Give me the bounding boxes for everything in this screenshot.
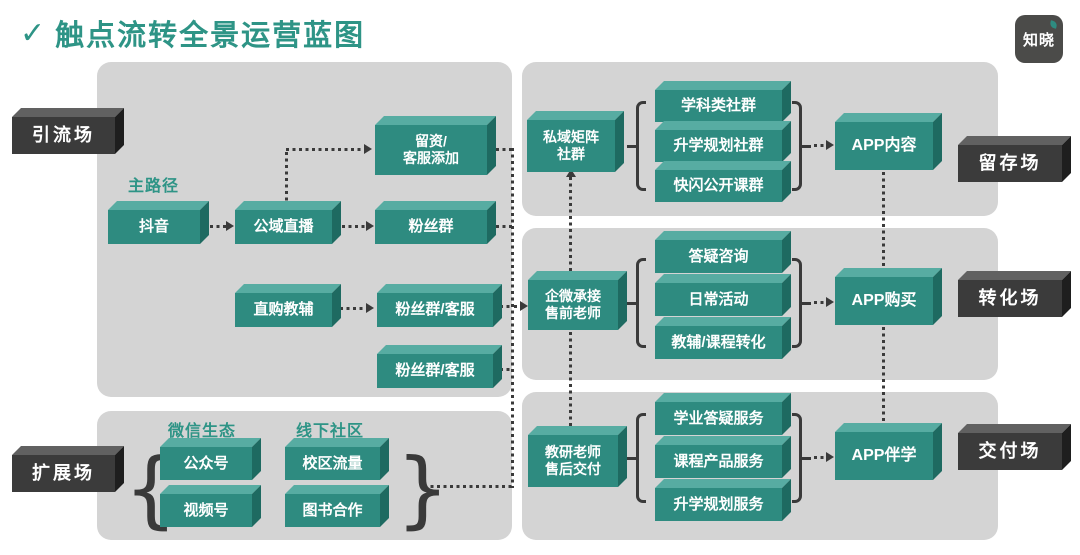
bracket-right-retention — [792, 101, 811, 191]
node-course-product-service: 课程产品服务 — [655, 445, 782, 478]
main-path-label: 主路径 — [128, 178, 180, 195]
node-video-account: 视频号 — [160, 494, 252, 527]
connector-trunk-to-hub — [514, 305, 521, 308]
connector-douyin-to-live — [210, 225, 226, 228]
arrowhead-group-to-appcontent — [826, 140, 834, 150]
bracket-tick — [627, 456, 639, 460]
node-fans-service-2: 粉丝群/客服 — [377, 354, 493, 388]
offline-community-header: 线下社区 — [296, 423, 365, 440]
node-public-live: 公域直播 — [235, 210, 332, 244]
connector-group-to-appbuy — [814, 301, 826, 304]
connector-fansgroup-out — [496, 225, 512, 228]
node-book-coop: 图书合作 — [285, 494, 380, 527]
node-flash-open-class: 快闪公开课群 — [655, 170, 782, 202]
node-fans-service-1: 粉丝群/客服 — [377, 293, 493, 327]
bracket-left-retention — [627, 101, 646, 191]
zone-label-conversion: 转化场 — [958, 280, 1062, 317]
node-campus-traffic: 校区流量 — [285, 447, 380, 480]
node-course-conversion: 教辅/课程转化 — [655, 326, 782, 359]
node-qa-consult: 答疑咨询 — [655, 240, 782, 273]
connector-hub-to-delivery — [569, 332, 572, 426]
node-app-companion: APP伴学 — [835, 432, 933, 480]
connector-live-to-fansgroup — [342, 225, 366, 228]
node-subject-groups: 学科类社群 — [655, 90, 782, 122]
node-douyin: 抖音 — [108, 210, 200, 244]
title-row: ✓ 触点流转全景运营蓝图 — [20, 12, 365, 54]
arrowhead-to-private-matrix — [566, 169, 576, 177]
node-planning-service: 升学规划服务 — [655, 488, 782, 521]
arrowhead-group-to-appstudy — [826, 452, 834, 462]
bracket-left-delivery — [627, 413, 646, 503]
connector-expansion-out — [424, 485, 512, 488]
zone-label-retention: 留存场 — [958, 145, 1062, 182]
arrowhead-purchase-to-fansservice — [366, 303, 374, 313]
node-research-teacher-hub: 教研老师 售后交付 — [528, 435, 618, 487]
connector-live-up — [285, 152, 288, 208]
arrowhead-group-to-appbuy — [826, 297, 834, 307]
bracket-tick — [799, 144, 811, 148]
connector-hub-to-private — [569, 177, 572, 280]
zone-label-traffic: 引流场 — [12, 117, 115, 154]
connector-fansservice1-out — [500, 305, 512, 308]
zone-label-delivery: 交付场 — [958, 433, 1062, 470]
connector-fansservice2-out — [500, 368, 512, 371]
arrowhead-trunk-to-hub — [520, 301, 528, 311]
node-direct-purchase: 直购教辅 — [235, 293, 332, 327]
wechat-ecosystem-header: 微信生态 — [168, 423, 237, 440]
bracket-right-conversion — [792, 258, 811, 348]
bracket-tick — [799, 456, 811, 460]
arrowhead-live-to-leadcapture — [364, 144, 372, 154]
node-academic-qa-service: 学业答疑服务 — [655, 402, 782, 435]
node-fans-group: 粉丝群 — [375, 210, 487, 244]
connector-purchase-to-fansservice — [340, 307, 366, 310]
arrowhead-live-to-fansgroup — [366, 221, 374, 231]
connector-group-to-appcontent — [814, 144, 826, 147]
connector-appcontent-to-appbuy — [882, 172, 885, 268]
connector-leadcapture-out — [496, 148, 512, 151]
node-app-content: APP内容 — [835, 122, 933, 170]
node-app-purchase: APP购买 — [835, 277, 933, 325]
connector-trunk — [511, 148, 514, 488]
node-daily-activity: 日常活动 — [655, 283, 782, 316]
connector-appbuy-to-appstudy — [882, 327, 885, 423]
bracket-tick — [627, 144, 639, 148]
check-icon: ✓ — [20, 16, 46, 50]
brace-right: } — [396, 440, 450, 538]
zone-label-expansion: 扩展场 — [12, 455, 115, 492]
node-planning-groups: 升学规划社群 — [655, 130, 782, 162]
bracket-right-delivery — [792, 413, 811, 503]
bracket-left-conversion — [627, 258, 646, 348]
connector-live-to-leadcapture — [286, 148, 364, 151]
page-title: 触点流转全景运营蓝图 — [55, 20, 366, 52]
node-lead-capture: 留资/ 客服添加 — [375, 125, 487, 175]
connector-group-to-appstudy — [814, 456, 826, 459]
node-private-matrix-hub: 私域矩阵 社群 — [527, 120, 615, 172]
bracket-tick — [799, 301, 811, 305]
node-official-account: 公众号 — [160, 447, 252, 480]
node-wecom-presale-hub: 企微承接 售前老师 — [528, 280, 618, 330]
arrowhead-douyin-to-live — [226, 221, 234, 231]
brand-logo: 知晓 — [1015, 15, 1063, 63]
bracket-tick — [627, 301, 639, 305]
